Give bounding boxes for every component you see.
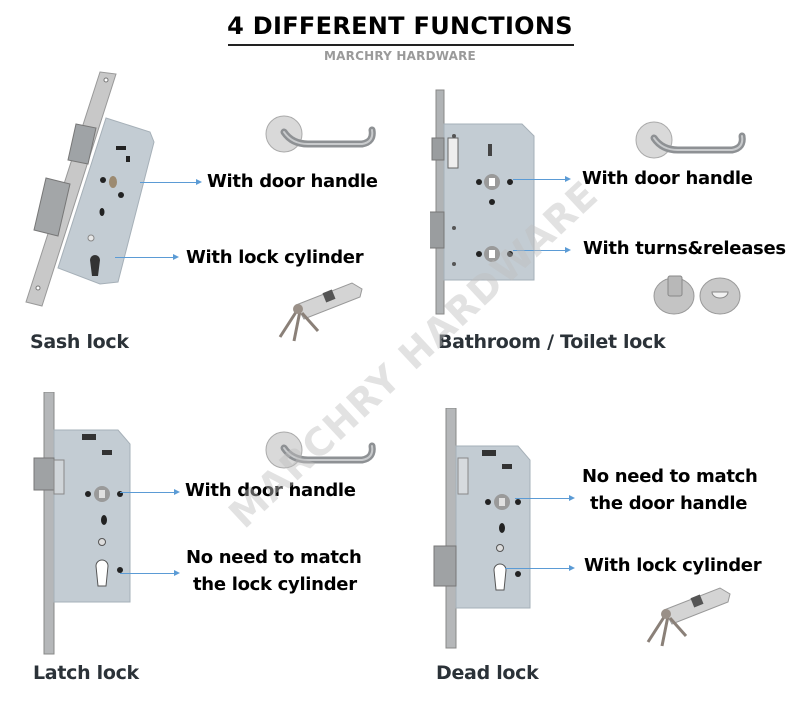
lock-cylinder-keys-icon [278,282,363,342]
page-title: 4 DIFFERENT FUNCTIONS [227,12,573,40]
feature-label-line1: No need to match [186,547,362,568]
lock-name-label: Sash lock [30,331,129,353]
sash-lock-mortise-icon [25,71,155,307]
lock-name-label: Bathroom / Toilet lock [438,331,666,353]
feature-label: With door handle [185,480,356,501]
door-handle-icon [635,121,746,159]
arrow-to-handle [140,179,202,185]
turn-release-knobs-icon [653,275,741,315]
feature-label-line2: the door handle [590,493,748,514]
lock-name-label: Dead lock [436,662,539,684]
arrow-to-handle [513,176,571,182]
feature-label: With lock cylinder [584,555,762,576]
feature-label-line1: No need to match [582,466,758,487]
feature-label-line2: the lock cylinder [193,574,357,595]
title-underline [228,44,574,46]
lock-cylinder-keys-icon [646,587,731,647]
feature-label: With door handle [582,168,753,189]
dead-lock-mortise-icon [433,408,531,649]
door-handle-icon [265,431,376,469]
bathroom-lock-mortise-icon [430,89,535,315]
arrow-to-cylinder [505,565,575,571]
feature-label: With turns&releases [583,238,786,259]
brand-subtitle: MARCHRY HARDWARE [324,49,476,63]
feature-label: With lock cylinder [186,247,364,268]
door-handle-icon [265,115,376,153]
arrow-to-cylinder-slot [120,570,180,576]
lock-name-label: Latch lock [33,662,139,684]
arrow-to-handle [120,489,180,495]
arrow-to-handle-hub [515,495,575,501]
latch-lock-mortise-icon [33,392,131,655]
arrow-to-turns [513,247,571,253]
feature-label: With door handle [207,171,378,192]
arrow-to-cylinder [115,254,179,260]
